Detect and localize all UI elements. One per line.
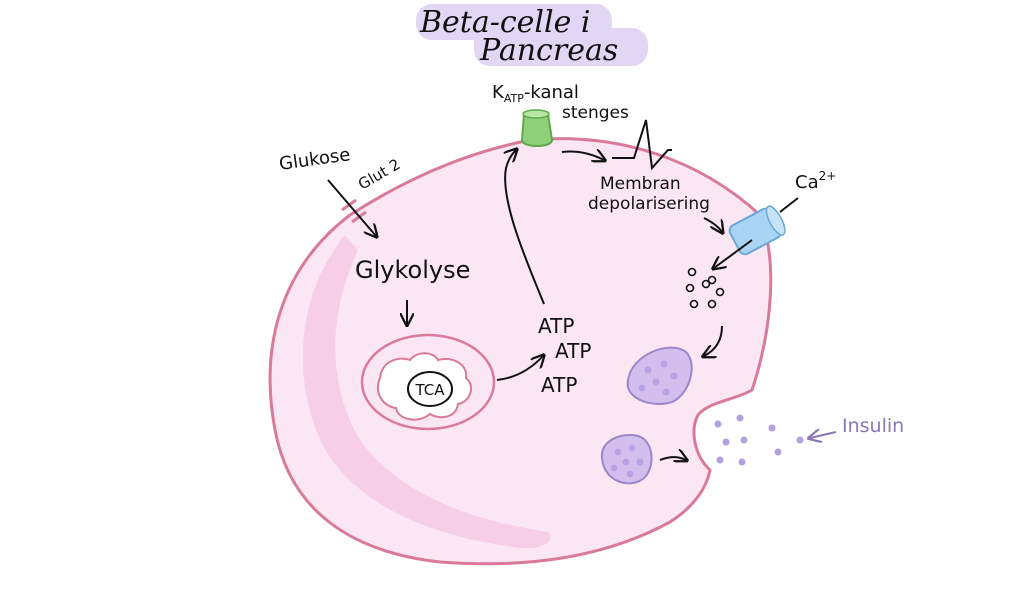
calcium-ion: [689, 299, 699, 309]
atp-label-1: ATP: [538, 314, 574, 338]
katp-label: KATP-kanal: [492, 82, 579, 105]
atp-arrow: [496, 356, 543, 381]
calcium-ion: [685, 283, 695, 293]
glycolysis-label: Glykolyse: [355, 256, 470, 284]
depolarization-label: depolarisering: [588, 194, 710, 214]
katp-channel: [520, 109, 554, 147]
glucose-label: Glukose: [278, 144, 352, 175]
insulin-granule: [662, 388, 670, 396]
insulin-dot: [774, 448, 782, 456]
insulin-dot: [738, 458, 746, 466]
insulin-dot: [722, 438, 730, 446]
action-potential-icon: [612, 119, 672, 171]
calcium-ion: [707, 299, 717, 309]
insulin-dot: [716, 456, 724, 464]
calcium-ion: [707, 275, 717, 285]
glucose-arrow: [327, 179, 376, 236]
title-line-1: Beta-celle i: [419, 5, 591, 40]
insulin-dot: [740, 436, 748, 444]
insulin-granule: [622, 458, 630, 466]
calcium-ions: [685, 267, 725, 309]
calcium-ion: [701, 279, 711, 289]
katp-channel-top: [522, 109, 550, 119]
atp-label-2: ATP: [555, 339, 591, 363]
ions-to-vesicle-arrow: [704, 325, 723, 356]
membrane-label: Membran: [600, 174, 681, 194]
title: Beta-celle i Pancreas: [416, 4, 648, 68]
insulin-granule: [670, 372, 678, 380]
insulin-label: Insulin: [842, 415, 904, 437]
atp-label-3: ATP: [541, 373, 577, 397]
insulin-granule: [660, 360, 668, 368]
calcium-channel: [728, 205, 786, 256]
title-line-2: Pancreas: [479, 33, 618, 68]
insulin-pointer-arrow: [810, 432, 837, 438]
insulin-granule: [644, 366, 652, 374]
tca-label: TCA: [414, 381, 445, 399]
cytoplasm-shade: [302, 235, 551, 549]
insulin-vesicle: [600, 434, 653, 485]
insulin-dot: [796, 436, 804, 444]
insulin-granule: [652, 378, 660, 386]
mitochondrion: TCA: [360, 333, 496, 431]
calcium-label: Ca2+: [795, 169, 836, 193]
katp-to-spike-arrow: [561, 151, 604, 160]
insulin-granule: [626, 470, 634, 478]
secreted-insulin: [714, 414, 804, 466]
katp-channel-body: [520, 113, 554, 147]
calcium-ion: [687, 267, 697, 277]
insulin-granule: [628, 444, 636, 452]
insulin-granule: [638, 384, 646, 392]
stenges-label: stenges: [562, 103, 629, 123]
atp-to-katp-arrow: [505, 150, 545, 305]
insulin-granule: [610, 464, 618, 472]
calcium-channel-end: [765, 205, 786, 236]
depolarization-arrow: [703, 217, 722, 232]
calcium-ion: [715, 287, 725, 297]
tca-circle: [407, 371, 453, 407]
insulin-dot: [768, 424, 776, 432]
insulin-granule: [636, 458, 644, 466]
calcium-in-line: [779, 197, 799, 213]
insulin-dot: [736, 414, 744, 422]
insulin-dot: [714, 420, 722, 428]
insulin-vesicle: [626, 346, 693, 405]
title-highlight-2: [474, 28, 648, 66]
exocytosis-arrow: [659, 457, 686, 460]
calcium-inflow-arrow: [714, 239, 753, 268]
insulin-granule: [614, 448, 622, 456]
